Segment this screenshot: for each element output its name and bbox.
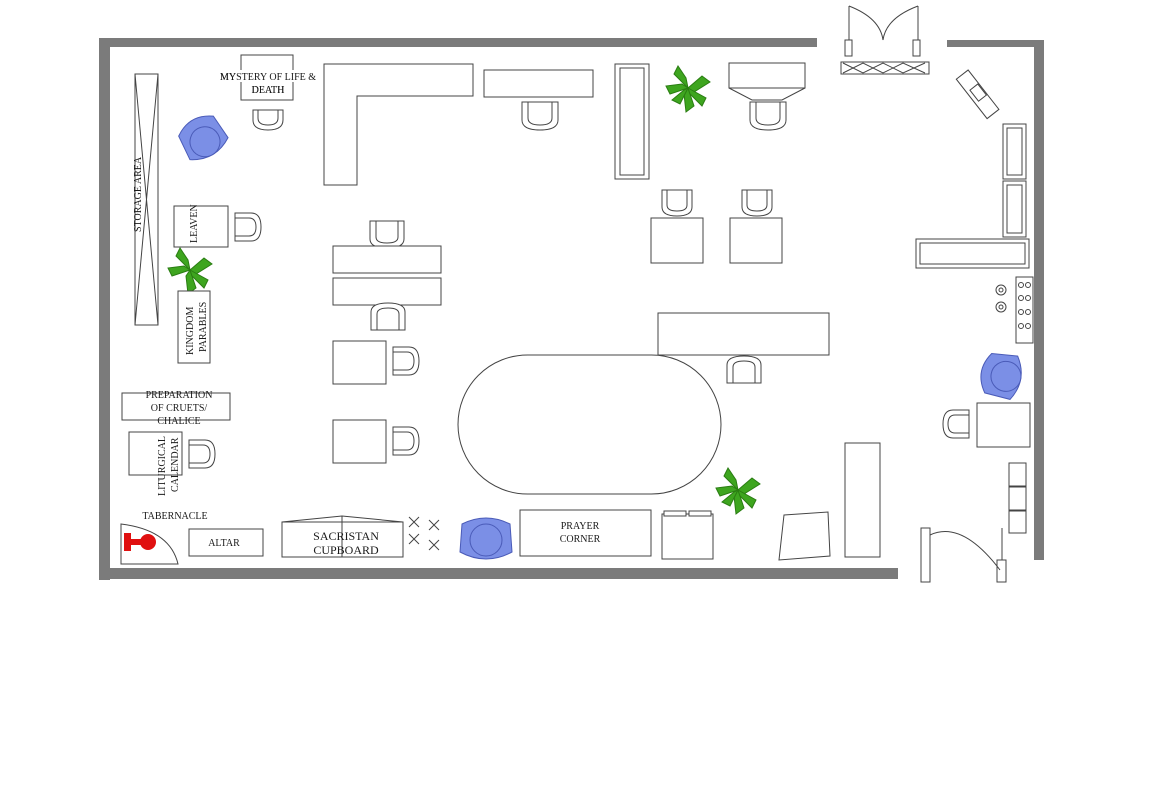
chair-icon[interactable]	[661, 189, 693, 217]
walls	[99, 38, 1044, 580]
chair-icon[interactable]	[726, 355, 762, 384]
mystery-label-1-front: MYSTERY OF LIFE &	[220, 72, 316, 83]
counter-1	[1002, 123, 1027, 180]
armchair-icon[interactable]	[459, 517, 513, 560]
sacristan-label-2: CUPBOARD	[313, 543, 379, 557]
prep-label-2: OF CRUETS/	[151, 403, 208, 414]
chair-icon[interactable]	[392, 426, 420, 456]
counter-2	[1002, 180, 1027, 238]
leaven-table: LEAVEN	[173, 204, 229, 248]
armchair-icon[interactable]	[978, 350, 1025, 400]
altar-table: ALTAR	[188, 528, 264, 557]
chair-icon[interactable]	[942, 409, 970, 439]
cabinet-small	[661, 510, 714, 560]
prayer-label-1: PRAYER	[561, 521, 600, 532]
plant-icon	[665, 65, 711, 113]
mystery-label-bg	[236, 70, 318, 82]
mystery-label-2: DEATH	[252, 85, 285, 96]
oval-table	[457, 354, 722, 495]
counter-long	[915, 238, 1030, 269]
calendar-label-1: LITURGICAL	[157, 436, 168, 496]
kingdom-label-1: KINGDOM	[185, 307, 196, 355]
preparation-table: PREPARATION OF CRUETS/ CHALICE	[121, 390, 231, 427]
storage-area: STORAGE AREA	[133, 73, 159, 326]
desk-small-2	[332, 419, 387, 464]
kingdom-label-2: PARABLES	[198, 302, 209, 352]
desk-center-2	[332, 277, 442, 306]
desk-top-middle	[483, 69, 594, 98]
desk-small-3	[650, 217, 704, 264]
wall-top-right	[947, 40, 1043, 49]
altar-label: ALTAR	[208, 538, 240, 549]
chair-icon[interactable]	[234, 212, 262, 242]
desk-small-4	[729, 217, 783, 264]
prayer-corner: PRAYER CORNER	[519, 509, 652, 557]
chair-icon[interactable]	[749, 101, 787, 131]
wall-top-left	[99, 38, 817, 47]
desk-small-1	[332, 340, 387, 385]
l-desk	[323, 63, 474, 186]
lamp-fixture	[955, 69, 1000, 120]
stools-marks	[408, 516, 440, 551]
desk-long-right	[657, 312, 830, 356]
chair-icon[interactable]	[252, 109, 284, 131]
sacristan-cupboard: SACRISTAN CUPBOARD	[281, 515, 404, 558]
prayer-label-2: CORNER	[560, 534, 601, 545]
shelf-tall	[844, 442, 881, 558]
prep-label-1: PREPARATION	[146, 390, 213, 401]
rug	[778, 511, 831, 561]
wall-right	[1034, 40, 1044, 560]
cabinet-tall	[614, 63, 650, 180]
tabernacle-label: TABERNACLE	[142, 511, 207, 522]
plant-icon	[715, 467, 761, 515]
door-bottom-icon[interactable]	[920, 527, 1007, 583]
sink-icon	[995, 284, 1007, 313]
chair-icon[interactable]	[392, 346, 420, 376]
door-top-icon[interactable]	[840, 5, 930, 75]
shelf-right	[1008, 462, 1027, 534]
plant-icon	[167, 247, 213, 295]
chair-icon[interactable]	[741, 189, 773, 217]
wall-bottom	[106, 568, 898, 579]
chair-icon[interactable]	[188, 439, 216, 469]
chair-icon[interactable]	[521, 101, 559, 131]
desk-top-right	[728, 62, 806, 101]
desk-center-1	[332, 245, 442, 274]
stove-icon	[1015, 276, 1034, 344]
leaven-label: LEAVEN	[189, 204, 200, 243]
desk-kitchen	[976, 402, 1031, 448]
mystery-label-2-front: DEATH	[252, 85, 285, 96]
sacristan-label-1: SACRISTAN	[313, 529, 379, 543]
storage-label: STORAGE AREA	[133, 156, 144, 232]
tabernacle-icon	[120, 523, 179, 565]
wall-left	[99, 38, 110, 580]
calendar-table: LITURGICAL CALENDAR	[128, 431, 183, 496]
chair-icon[interactable]	[369, 220, 405, 249]
prep-label-3: CHALICE	[157, 416, 200, 427]
chair-icon[interactable]	[370, 302, 406, 331]
armchair-icon[interactable]	[173, 109, 231, 166]
calendar-label-2: CALENDAR	[170, 437, 181, 492]
kingdom-table: KINGDOM PARABLES	[177, 290, 211, 364]
